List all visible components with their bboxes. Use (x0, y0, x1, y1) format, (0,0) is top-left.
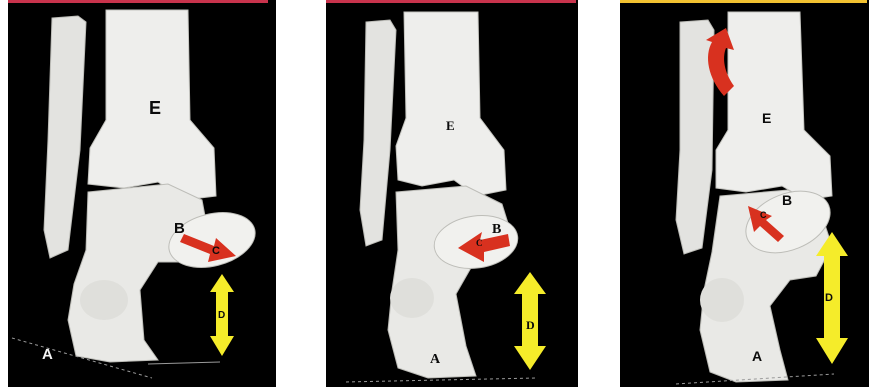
ankle-panel-3: E B C D A (620, 0, 869, 387)
label-a: A (752, 348, 762, 364)
ankle-panel-1: E B C D A (8, 0, 276, 387)
label-d: D (218, 310, 225, 321)
label-a: A (42, 346, 53, 363)
ankle-panel-2: E B C D A (326, 0, 578, 387)
ankle-bones-illustration-3 (620, 0, 869, 387)
label-c: C (760, 210, 767, 220)
label-e: E (446, 118, 455, 134)
label-c: C (476, 238, 483, 248)
label-c: C (212, 245, 220, 257)
label-e: E (149, 98, 161, 119)
ankle-bones-illustration-1 (8, 0, 276, 387)
label-e: E (762, 110, 771, 126)
label-d: D (825, 292, 833, 304)
label-d: D (526, 318, 535, 333)
label-b: B (782, 192, 792, 208)
label-b: B (174, 220, 185, 237)
label-a: A (430, 352, 440, 368)
ankle-bones-illustration-2 (326, 0, 578, 387)
label-b: B (492, 222, 501, 238)
